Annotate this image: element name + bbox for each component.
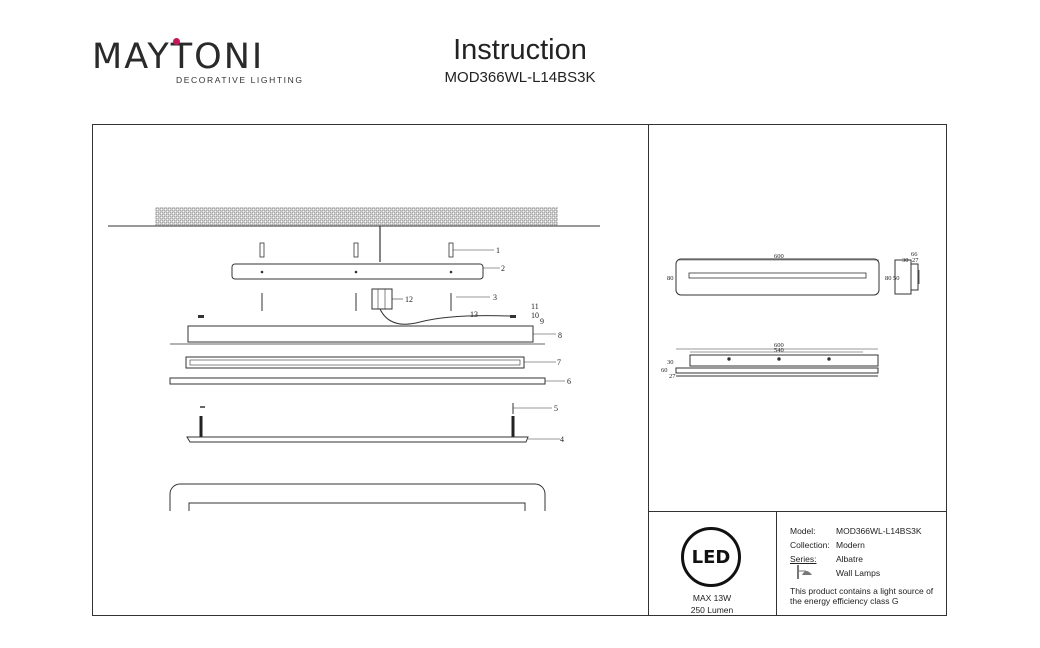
brand-tagline: DECORATIVE LIGHTING <box>176 75 304 85</box>
callout-5: 5 <box>554 404 558 413</box>
callout-8: 8 <box>558 331 562 340</box>
frame-divider-vertical <box>648 124 649 616</box>
dim-bottom-spacing: 540 <box>774 347 784 354</box>
dim-side-h2: 50 <box>893 275 900 282</box>
max-power: MAX 13W <box>692 593 732 603</box>
front-view <box>675 258 880 296</box>
wall-surface <box>108 207 600 227</box>
callout-13: 13 <box>470 310 478 319</box>
callout-2: 2 <box>501 264 505 273</box>
callout-6: 6 <box>567 377 571 386</box>
mounting-bracket <box>231 263 500 280</box>
callout-9: 9 <box>540 317 544 326</box>
bottom-view <box>675 348 879 377</box>
model-code: MOD366WL-L14BS3K <box>444 69 596 86</box>
assembled-lamp <box>169 483 546 511</box>
energy-note: This product contains a light source of … <box>790 586 934 606</box>
dim-side-d1: 30 <box>902 257 909 264</box>
led-label: LED <box>691 546 731 568</box>
led-icon: LED <box>681 527 741 587</box>
diffuser-panel <box>185 356 556 369</box>
callout-1: 1 <box>496 246 500 255</box>
document-header: Instruction MOD366WL-L14BS3K <box>0 34 1040 86</box>
terminal-block <box>371 288 403 310</box>
logo-accent-dot <box>173 38 180 45</box>
callout-3: 3 <box>493 293 497 302</box>
callout-10: 10 <box>531 311 539 320</box>
callout-7: 7 <box>557 358 561 367</box>
dim-bottom-d2: 60 <box>661 367 668 374</box>
cover-plate <box>186 416 560 443</box>
dim-bottom-total: 600 <box>774 342 784 349</box>
power-info: MAX 13W 250 Lumen <box>648 592 776 616</box>
dimension-drawings: 600 80 66 30 27 80 50 600 540 30 60 27 <box>661 251 920 380</box>
product-specs: Model:MOD366WL-L14BS3K Collection:Modern… <box>790 524 942 606</box>
spec-model: Model:MOD366WL-L14BS3K <box>790 526 922 536</box>
drawing-frame <box>92 124 947 616</box>
lamp-base <box>170 315 556 345</box>
dim-bottom-d3: 27 <box>669 373 676 380</box>
outer-frame <box>169 377 565 385</box>
side-view <box>894 259 920 295</box>
callout-12: 12 <box>405 295 413 304</box>
assembly-diagram: 1 2 3 4 5 6 7 8 9 10 11 12 13 <box>108 207 600 511</box>
spec-collection: Collection:Modern <box>790 540 865 550</box>
frame-divider-horizontal <box>648 511 947 512</box>
dim-side-depth: 66 <box>911 251 918 258</box>
fixing-screws <box>200 403 552 414</box>
dim-side-d2: 27 <box>912 257 919 264</box>
internal-cable <box>379 308 511 325</box>
spec-series: Series:Albatre <box>790 554 863 564</box>
dim-bottom-d1: 30 <box>667 359 674 366</box>
info-divider <box>776 511 777 616</box>
dim-front-height: 80 <box>667 275 674 282</box>
dim-front-length: 600 <box>774 253 784 260</box>
document-title: Instruction <box>453 34 587 66</box>
wall-lamp-icon <box>797 565 812 579</box>
lumen-output: 250 Lumen <box>690 605 734 615</box>
screws <box>261 293 490 311</box>
callout-11: 11 <box>531 302 539 311</box>
dim-side-h1: 80 <box>885 275 892 282</box>
spec-type: Wall Lamps <box>790 565 942 580</box>
callout-4: 4 <box>560 435 564 444</box>
wall-dowels <box>259 242 494 258</box>
